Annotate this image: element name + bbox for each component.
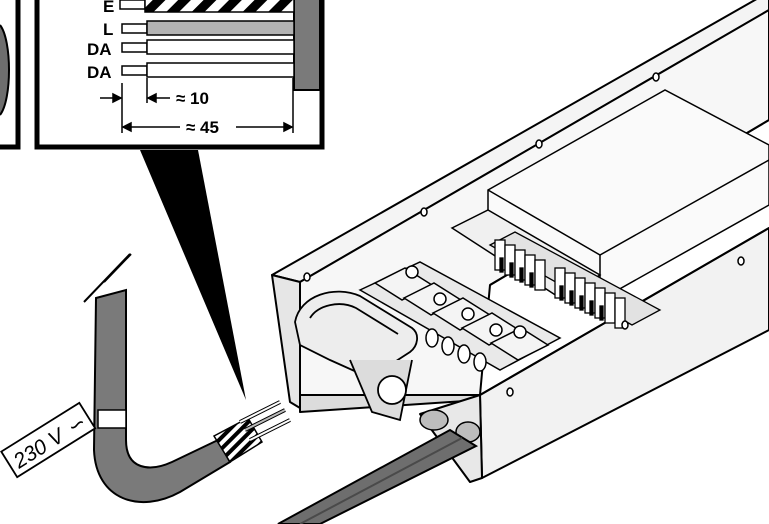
voltage-tag: 230 V ∽	[0, 401, 97, 479]
live-label: L	[103, 20, 113, 39]
strip-length-label: ≈ 10	[176, 89, 209, 108]
earth-wire	[119, 0, 295, 13]
power-cable	[83, 253, 291, 503]
sheath-length-dimension	[121, 121, 294, 133]
data-wire-a	[121, 39, 295, 55]
data-a-label: DA	[87, 40, 112, 59]
mounting-holes	[303, 72, 745, 397]
strain-relief-clamp	[294, 290, 418, 422]
wire-strip-inset: E L DA DA ≈ 10 ≈ 45	[34, 0, 325, 150]
sheath-length-label: ≈ 45	[186, 118, 219, 137]
lever-connectors	[358, 261, 562, 372]
strip-length-dimension	[100, 78, 294, 133]
earth-label: E	[103, 0, 114, 16]
callout-pointer	[140, 150, 246, 400]
data-wire-b	[121, 62, 295, 78]
entry-cable	[277, 428, 479, 524]
left-inset-frame	[0, 0, 21, 150]
terminal-block	[488, 231, 662, 329]
data-b-label: DA	[87, 63, 112, 82]
live-wire	[121, 20, 295, 36]
